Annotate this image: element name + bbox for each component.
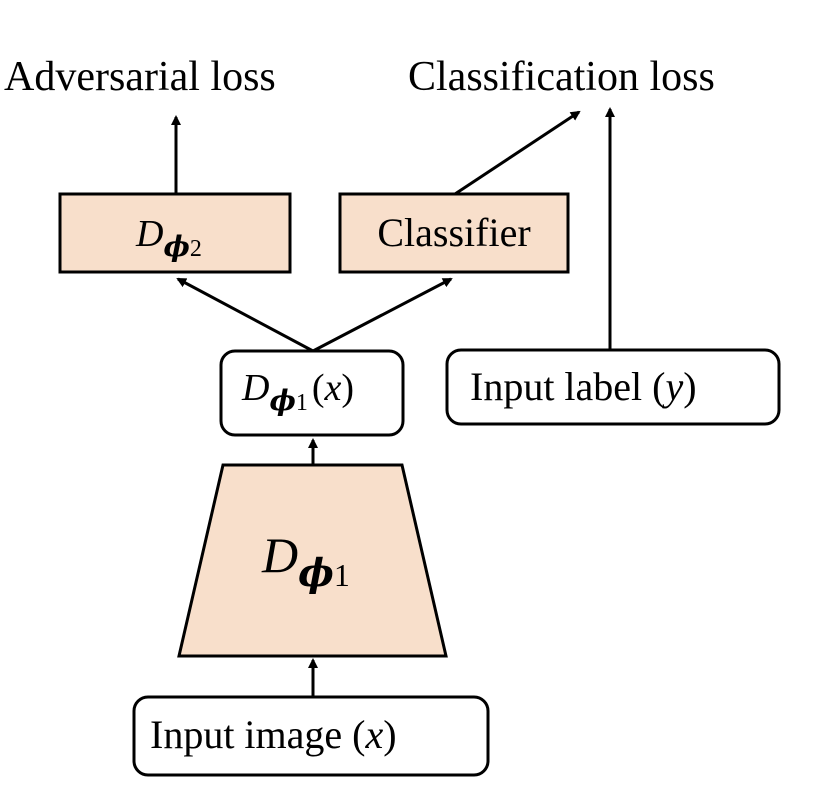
input-label-box (445, 348, 781, 426)
input-image-box (132, 695, 490, 777)
classifier-label: Classifier (377, 210, 530, 255)
d-phi2-main: D (135, 213, 163, 255)
adversarial-loss-label: Adversarial loss (4, 54, 276, 100)
d-phi1-output-var: x (323, 367, 341, 409)
d-phi1-output-close-paren: ) (341, 367, 354, 409)
d-phi1-network (177, 463, 448, 658)
input-image-open-paren: ( (352, 712, 365, 757)
arrow-output-to-classifier (312, 277, 453, 353)
input-label-close-paren: ) (683, 364, 696, 409)
d-phi1-network-label: Dϕ1 (261, 527, 350, 595)
classification-loss-label: Classification loss (408, 54, 715, 100)
input-label-words: Input label (470, 364, 642, 409)
input-image-var: x (365, 712, 384, 757)
d-phi1-output-label: Dϕ1(x) (241, 367, 354, 417)
d-phi2-phi: ϕ (163, 230, 189, 263)
input-label-var: y (662, 364, 684, 409)
classifier-block (338, 192, 570, 274)
input-label-text: Input label(y) (470, 364, 697, 409)
d-phi1-output-subscript: 1 (296, 390, 308, 416)
input-image-words: Input image (150, 712, 342, 757)
input-image-close-paren: ) (383, 712, 396, 757)
d-phi1-output-open-paren: ( (312, 367, 325, 409)
arrow-output-to-d-phi2 (176, 277, 314, 353)
d-phi2-block (58, 192, 292, 274)
d-phi1-network-main: D (261, 527, 298, 583)
d-phi2-label: Dϕ2 (135, 213, 202, 263)
d-phi2-subscript: 2 (190, 236, 202, 262)
arrow-classifier-to-classification-loss (454, 110, 581, 196)
d-phi1-output-phi: ϕ (269, 384, 295, 417)
d-phi1-network-phi: ϕ (298, 550, 334, 595)
input-label-open-paren: ( (652, 364, 665, 409)
d-phi1-output-main: D (241, 367, 269, 409)
d-phi1-network-subscript: 1 (334, 557, 350, 593)
input-image-text: Input image(x) (150, 712, 397, 757)
